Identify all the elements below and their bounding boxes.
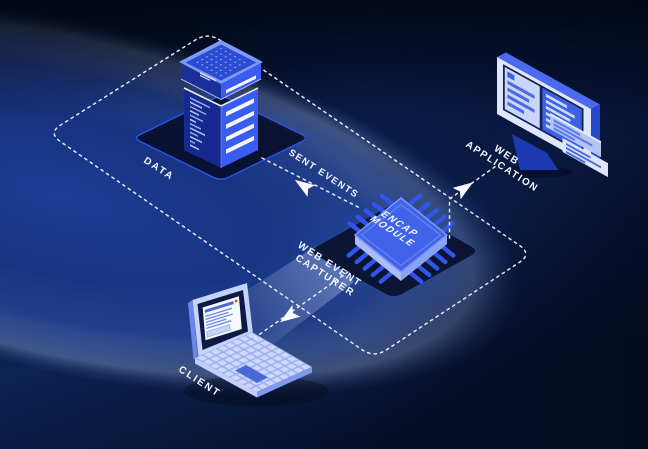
webpage-logo-block (507, 71, 515, 81)
capturer-node: ENCAP MODULE (266, 177, 526, 327)
laptop-touchpad (235, 365, 268, 383)
arrow-to-client-icon (279, 305, 301, 323)
server-cap-left-face (181, 63, 221, 100)
floating-card-1 (550, 113, 601, 158)
monitor-screen (503, 64, 608, 178)
server-vent-grid (192, 48, 250, 78)
laptop-keys (195, 332, 312, 392)
server-cap-stripe (226, 75, 256, 94)
server-cap-bottom-rim (180, 78, 262, 101)
laptop-front-right-edge (257, 367, 312, 398)
server-code-lines (190, 71, 216, 151)
laptop-screen-side (188, 300, 198, 360)
server-drive-stripes (226, 98, 254, 154)
chip-side-left (355, 235, 401, 281)
client-node (184, 283, 328, 406)
document-title-bar (204, 301, 234, 313)
edge-sent-events (261, 157, 361, 209)
laptop-document (202, 296, 242, 341)
edge-to-client (252, 271, 349, 340)
edge-to-web-application (448, 165, 497, 239)
web-application-node (497, 52, 608, 178)
floating-cards (550, 113, 608, 178)
monitor-back-top (497, 52, 600, 109)
chip-inner-border (360, 203, 442, 267)
document-red-dot (234, 299, 238, 303)
chip-pins (346, 193, 456, 284)
document-footer-block (206, 324, 231, 338)
arrow-to-web-application-icon (452, 182, 474, 200)
connectors (252, 157, 497, 340)
arrow-to-server-icon (294, 179, 316, 197)
chip-side-right (401, 235, 447, 281)
monitor-stand (512, 134, 558, 170)
laptop-front-left-edge (195, 358, 257, 398)
chip-top-face (353, 197, 449, 273)
